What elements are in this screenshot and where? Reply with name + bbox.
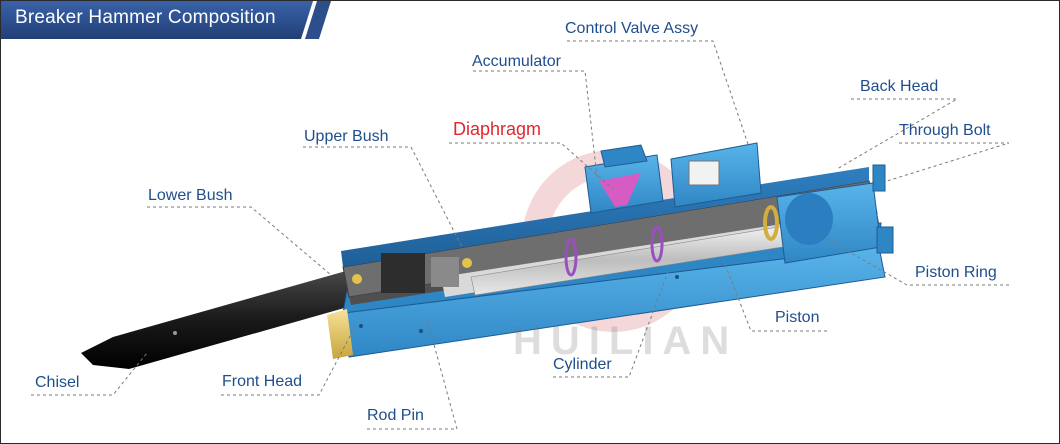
label-piston: Piston [775,309,820,326]
label-control-valve-assy: Control Valve Assy [565,20,699,37]
label-front-head: Front Head [222,373,303,390]
label-through-bolt: Through Bolt [899,122,991,139]
piston-ring [564,237,578,277]
chisel [81,269,369,369]
watermark-text: HUILIAN [513,319,739,363]
front-bushing [327,309,353,359]
label-piston-ring: Piston Ring [915,264,997,281]
leader-lines [31,40,1010,430]
label-upper-bush: Upper Bush [304,128,389,145]
label-lower-bush: Lower Bush [148,187,233,204]
header-tab [1,1,331,39]
label-rod-pin: Rod Pin [367,407,424,424]
label-chisel: Chisel [35,374,80,391]
page-title: Breaker Hammer Composition [15,7,276,28]
label-diaphragm: Diaphragm [453,119,542,139]
label-accumulator: Accumulator [472,53,561,70]
label-back-head: Back Head [860,78,939,95]
diaphragm [599,173,641,207]
label-cylinder: Cylinder [553,356,612,373]
